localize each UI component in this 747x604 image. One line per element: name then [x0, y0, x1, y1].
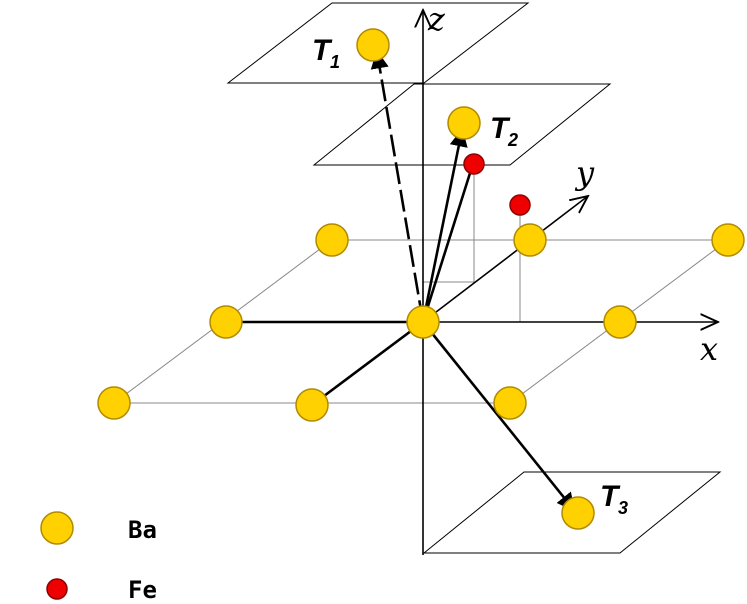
top-plane-t1 [226, 2, 530, 84]
ba-atom [315, 223, 349, 257]
fe-projection-lines [423, 165, 521, 323]
label-t2: T 2 [490, 112, 518, 150]
y-axis-label: y [574, 154, 595, 192]
vector-t1 [370, 50, 425, 323]
ba-atom [447, 106, 481, 140]
vector-t2 [421, 128, 468, 323]
vector-fe1 [421, 169, 473, 323]
fe-atom [509, 194, 531, 216]
ba-atom [406, 305, 440, 339]
label-t3: T 3 [600, 480, 628, 518]
vector-t3 [421, 321, 576, 512]
ba-atom [711, 223, 745, 257]
ba-atom [97, 386, 131, 420]
ba-atoms [97, 28, 745, 530]
fe-atom [463, 153, 485, 175]
legend-ba-label: Ba [128, 516, 157, 544]
legend-fe-marker [46, 578, 68, 600]
ba-atom [513, 223, 547, 257]
ba-atom [209, 305, 243, 339]
ba-atom [493, 386, 527, 420]
x-axis-label: x [700, 330, 718, 368]
label-t2-letter: T [490, 112, 511, 145]
legend: Ba Fe [40, 511, 157, 604]
legend-ba-marker [40, 511, 74, 545]
label-t3-sub: 3 [618, 498, 628, 518]
y-axis-front [422, 196, 588, 323]
label-t2-sub: 2 [507, 130, 518, 150]
z-axis-label: z [427, 0, 446, 38]
label-t1-letter: T [312, 34, 333, 67]
y-axis-back [311, 320, 424, 407]
legend-fe-label: Fe [128, 576, 157, 604]
ba-atom [561, 496, 595, 530]
bottom-plane-t3 [422, 471, 722, 554]
label-t3-letter: T [600, 480, 621, 513]
ba-atom [295, 388, 329, 422]
ba-atom [356, 28, 390, 62]
label-t1-sub: 1 [330, 52, 340, 72]
fe-atoms [463, 153, 531, 216]
middle-plane-t2 [312, 83, 612, 166]
label-t1: T 1 [312, 34, 340, 72]
ba-atom [603, 305, 637, 339]
